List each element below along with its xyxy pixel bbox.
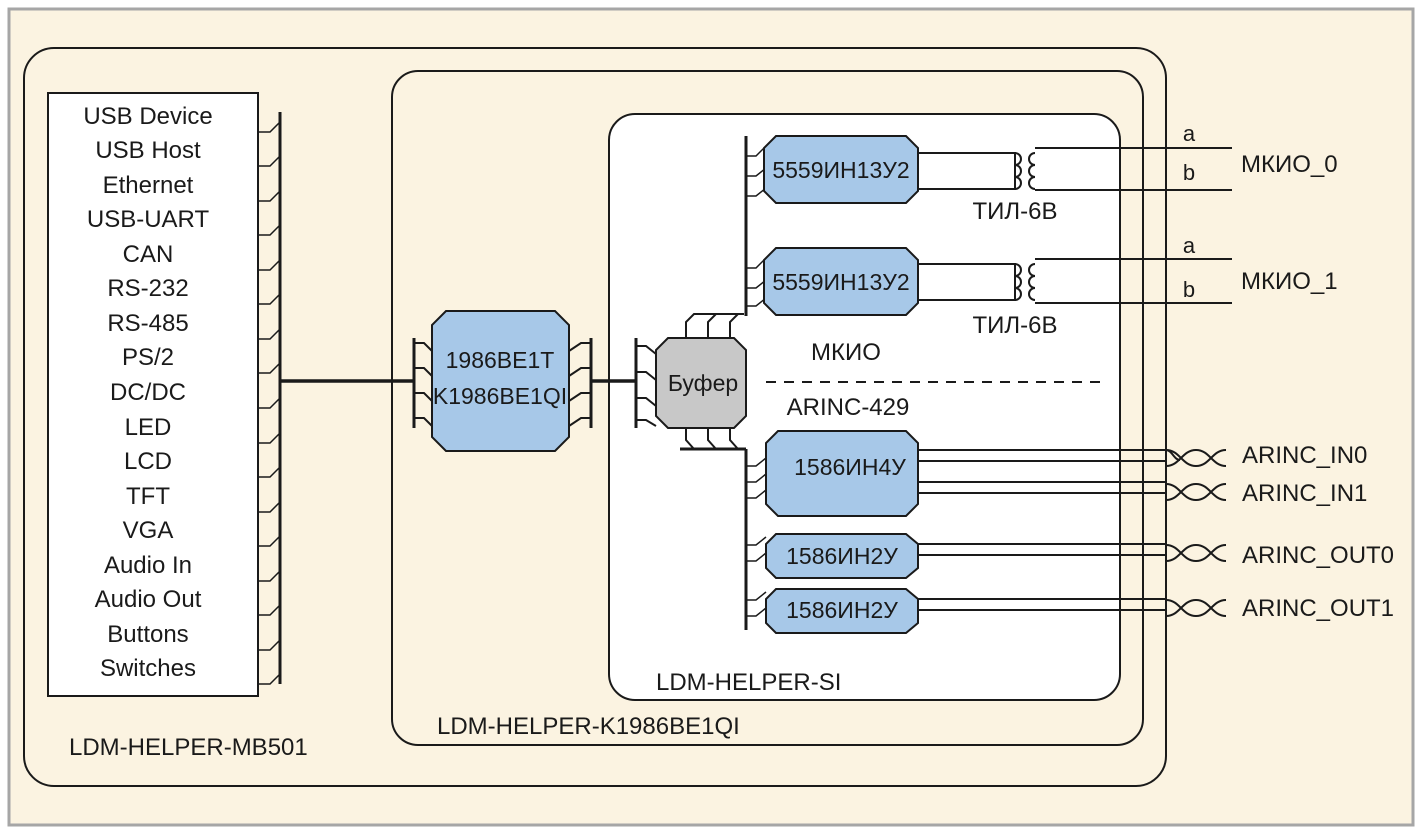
twisted-pair-out0 — [1165, 543, 1227, 563]
mkio-wiring — [918, 147, 1232, 304]
wire-b-label-1: b — [1183, 277, 1195, 302]
peripheral-label: USB-UART — [87, 206, 210, 233]
peripheral-label: Audio Out — [95, 586, 202, 613]
arinc-port-out0: ARINC_OUT0 — [1242, 542, 1394, 569]
twisted-pair-out1 — [1165, 598, 1227, 618]
transformer-1-secondary — [1028, 263, 1036, 301]
mkio-port-1: МКИО_1 — [1241, 268, 1338, 295]
cpu-chip-body — [431, 310, 570, 452]
peripheral-list: USB Device USB Host Ethernet USB-UART CA… — [83, 103, 212, 682]
peripheral-label: LED — [125, 414, 172, 441]
arinc-rx-chip: 1586ИН4У — [765, 430, 919, 517]
transformer-0-primary — [1014, 152, 1022, 190]
peripheral-label: Buttons — [107, 621, 188, 648]
arinc-tx-chip-0-label: 1586ИН2У — [786, 543, 898, 569]
arinc-port-in0: ARINC_IN0 — [1242, 442, 1367, 469]
mkio-chip-0-label: 5559ИН13У2 — [772, 157, 909, 183]
peripheral-label: USB Device — [83, 103, 212, 130]
arinc-tx-chip-1-label: 1586ИН2У — [786, 597, 898, 623]
buffer-label: Буфер — [668, 370, 738, 396]
wire-a-label-1: a — [1183, 233, 1196, 258]
peripheral-label: PS/2 — [122, 344, 174, 371]
mkio-bus — [744, 136, 767, 316]
peripheral-label: TFT — [126, 483, 170, 510]
arinc-port-in1: ARINC_IN1 — [1242, 480, 1367, 507]
section-label-mkio: МКИО — [811, 339, 881, 366]
peripheral-label: Switches — [100, 655, 196, 682]
peripheral-label: Audio In — [104, 552, 192, 579]
cpu-chip-label-2: K1986BE1QI — [433, 383, 567, 409]
transformer-0-label: ТИЛ-6В — [972, 198, 1057, 225]
board-label-cpu: LDM-HELPER-K1986BE1QI — [437, 713, 740, 740]
mkio-chip-1-label: 5559ИН13У2 — [772, 269, 909, 295]
board-k1986be1qi — [391, 70, 1144, 746]
peripheral-label: RS-232 — [107, 275, 188, 302]
transformer-0-secondary — [1028, 152, 1036, 190]
peripheral-bus — [258, 112, 414, 685]
section-label-arinc: ARINC-429 — [787, 394, 910, 421]
peripheral-list-box — [47, 92, 259, 697]
arinc-wiring — [918, 448, 1227, 618]
board-si — [608, 113, 1121, 701]
wire-b-label-0: b — [1183, 160, 1195, 185]
mkio-chip-0: 5559ИН13У2 — [763, 135, 919, 204]
arinc-bus — [744, 449, 767, 630]
peripheral-label: LCD — [124, 448, 172, 475]
board-label-mb: LDM-HELPER-MB501 — [69, 734, 308, 761]
peripheral-label: RS-485 — [107, 310, 188, 337]
peripheral-label: CAN — [123, 241, 174, 268]
peripheral-label: DC/DC — [110, 379, 186, 406]
arinc-port-out1: ARINC_OUT1 — [1242, 595, 1394, 622]
peripheral-label: USB Host — [95, 137, 201, 164]
twisted-pair-in0 — [1165, 448, 1227, 468]
transformer-1-label: ТИЛ-6В — [972, 312, 1057, 339]
cpu-chip-label-1: 1986BE1T — [446, 347, 555, 373]
transformer-1-primary — [1014, 263, 1022, 301]
peripheral-label: Ethernet — [103, 172, 194, 199]
wire-a-label-0: a — [1183, 121, 1196, 146]
twisted-pair-in1 — [1165, 482, 1227, 502]
arinc-tx-chip-1: 1586ИН2У — [765, 588, 919, 634]
buffer-chip: Буфер — [634, 313, 747, 451]
board-mb501 — [23, 47, 1167, 787]
buffer-chip-body — [655, 337, 747, 429]
board-label-si: LDM-HELPER-SI — [656, 669, 841, 696]
arinc-rx-chip-label: 1586ИН4У — [794, 454, 906, 480]
mkio-chip-1: 5559ИН13У2 — [763, 247, 919, 316]
peripheral-label: VGA — [123, 517, 174, 544]
mkio-port-0: МКИО_0 — [1241, 151, 1338, 178]
arinc-tx-chip-0: 1586ИН2У — [765, 533, 919, 579]
cpu-chip: 1986BE1T K1986BE1QI — [412, 310, 636, 452]
